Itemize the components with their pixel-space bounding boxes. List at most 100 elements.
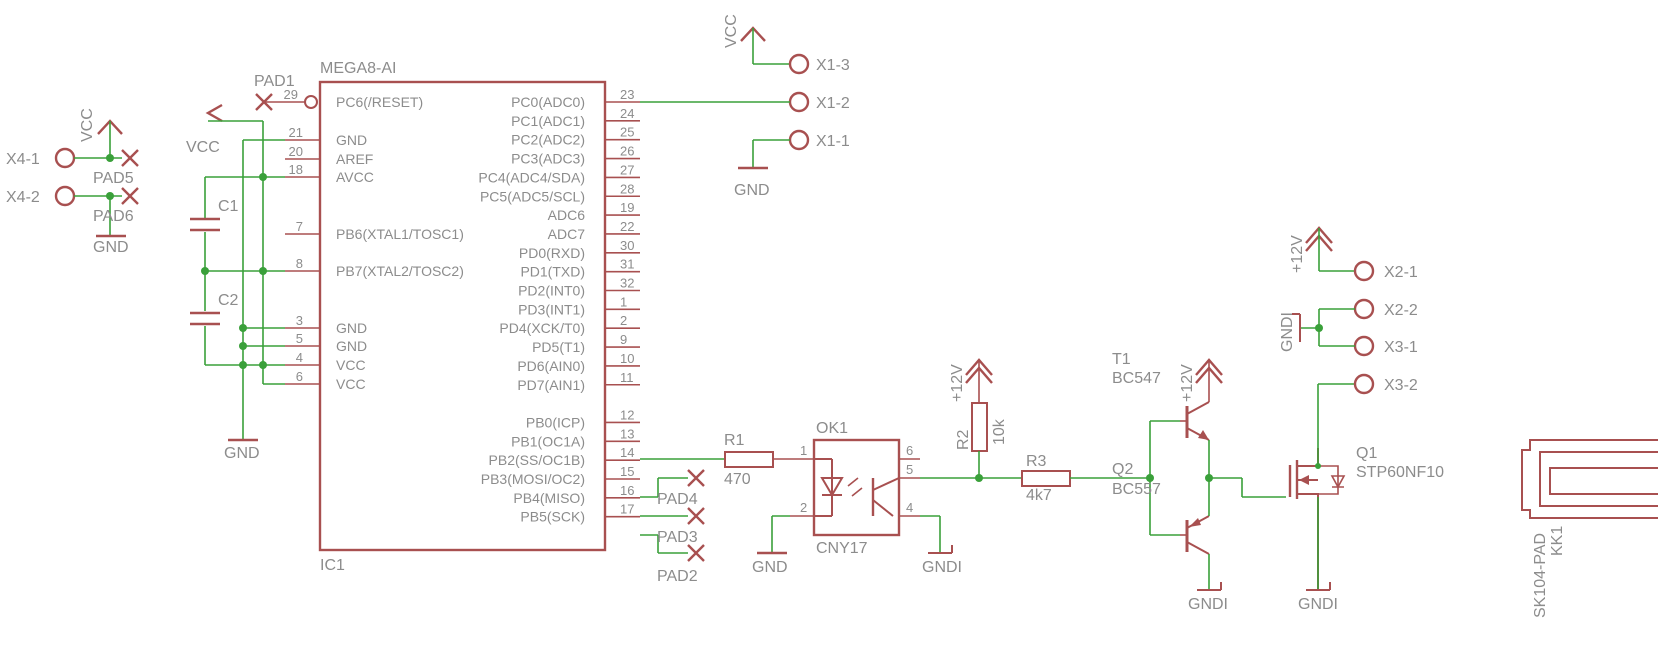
ic1-power-wiring xyxy=(201,121,285,440)
pads-234: PAD4 PAD3 PAD2 xyxy=(640,469,705,585)
x2-2-terminal xyxy=(1353,298,1375,320)
q2-value: BC557 xyxy=(1112,481,1161,498)
capacitor-c1: C1 xyxy=(190,198,239,232)
ic1-pin-number: 17 xyxy=(620,502,634,517)
ic1-right-pin: 16 PB4(MISO) xyxy=(513,483,640,506)
ic1-pin-number: 14 xyxy=(620,445,634,460)
ic1-pin-name: PC4(ADC4/SDA) xyxy=(478,169,585,185)
ic1-pin-number: 6 xyxy=(296,369,303,384)
ic1-right-pin: 14 PB2(SS/OC1B) xyxy=(489,445,640,468)
ic1-pin-name: PC6(/RESET) xyxy=(336,94,423,110)
r2-value: 10k xyxy=(991,418,1008,445)
heatsink-kk1: SK104-PAD KK1 xyxy=(1521,439,1658,618)
ic1-pin-name: PC3(ADC3) xyxy=(511,151,585,167)
ic1-pin-number: 18 xyxy=(289,162,303,177)
transistor-pair: +12V GNDI T1 BC547 Q2 BC557 xyxy=(1112,351,1286,613)
ic1-pin-name: GND xyxy=(336,320,367,336)
gndi-label-x2: GNDI xyxy=(1279,312,1296,352)
ic1-pin-number: 7 xyxy=(296,219,303,234)
c2-label: C2 xyxy=(218,292,239,309)
ok1-value: CNY17 xyxy=(816,540,868,557)
pad4-x-mark xyxy=(687,469,705,487)
ic1-right-pin: 30 PD0(RXD) xyxy=(519,238,640,261)
gndi-label-q1: GNDI xyxy=(1298,596,1338,613)
ic1-pin-number: 2 xyxy=(620,313,627,328)
ok1-pin2: 2 xyxy=(800,500,807,515)
ic1-pin-name: VCC xyxy=(336,357,366,373)
ic1-pin-name: PC0(ADC0) xyxy=(511,94,585,110)
ic1-pin-name: PB1(OC1A) xyxy=(511,433,585,449)
x4-1-label: X4-1 xyxy=(6,151,40,168)
gnd-label-ok1: GND xyxy=(752,559,788,576)
pad5-label: PAD5 xyxy=(93,170,134,187)
ic1-left-pin: 4 VCC xyxy=(285,350,366,373)
ic1-pin-number: 16 xyxy=(620,483,634,498)
ic1-pin-name: PB2(SS/OC1B) xyxy=(489,452,585,468)
ic1-pin-name: GND xyxy=(336,338,367,354)
ic1-pin-number: 31 xyxy=(620,257,634,272)
pad3-label: PAD3 xyxy=(657,529,698,546)
q1-label: Q1 xyxy=(1356,445,1377,462)
x3-2-label: X3-2 xyxy=(1384,377,1418,394)
x4-1-terminal xyxy=(54,147,76,169)
ic1-body xyxy=(318,80,607,552)
ok1-pin1: 1 xyxy=(800,443,807,458)
ic1-pin-number: 4 xyxy=(296,350,303,365)
ic1-name: MEGA8-AI xyxy=(320,60,396,77)
pad6-x-mark xyxy=(121,187,139,205)
ic1-pin-number: 8 xyxy=(296,256,303,271)
t1-value: BC547 xyxy=(1112,370,1161,387)
x1-1-label: X1-1 xyxy=(816,133,850,150)
x1-3-label: X1-3 xyxy=(816,57,850,74)
ic1-pin-name: PD3(INT1) xyxy=(518,301,585,317)
resistor-r3: R3 4k7 xyxy=(920,453,1154,504)
ic1-pin-name: PB7(XTAL2/TOSC2) xyxy=(336,263,464,279)
ic1-pin-number: 11 xyxy=(620,370,634,385)
x4-2-terminal xyxy=(54,185,76,207)
ok1-pin6: 6 xyxy=(906,443,913,458)
ic1-pin-name: PD0(RXD) xyxy=(519,245,585,261)
ic1-pin-name: ADC6 xyxy=(548,207,586,223)
x1-3-terminal xyxy=(788,53,810,75)
pad2-label: PAD2 xyxy=(657,568,698,585)
ic1-pin-number: 10 xyxy=(620,351,634,366)
kk1-label: KK1 xyxy=(1549,526,1566,556)
ic1-pin-number: 24 xyxy=(620,106,634,121)
ic1-pin-number: 32 xyxy=(620,276,634,291)
ic1-pin-name: PB4(MISO) xyxy=(513,490,585,506)
pad1: PAD1 xyxy=(254,73,318,111)
ok1-label: OK1 xyxy=(816,420,848,437)
ic1-pin-number: 30 xyxy=(620,238,634,253)
kk1-value: SK104-PAD xyxy=(1532,533,1549,618)
ic1-pin-name: ADC7 xyxy=(548,226,586,242)
pad4-label: PAD4 xyxy=(657,491,698,508)
ok1-pin5: 5 xyxy=(906,462,913,477)
ic1-pin-name: PD5(T1) xyxy=(532,339,585,355)
vcc-label-x1: VCC xyxy=(723,14,740,48)
ic1-ref: IC1 xyxy=(320,557,345,574)
pad1-x-mark xyxy=(255,93,273,111)
x1-2-label: X1-2 xyxy=(816,95,850,112)
pad3-x-mark xyxy=(687,507,705,525)
ic1-pin-number: 29 xyxy=(284,87,298,102)
vcc-label-left: VCC xyxy=(186,139,220,156)
x2-2-label: X2-2 xyxy=(1384,302,1418,319)
ic1-pin-number: 9 xyxy=(620,332,627,347)
ic1-pin-number: 21 xyxy=(289,125,303,140)
